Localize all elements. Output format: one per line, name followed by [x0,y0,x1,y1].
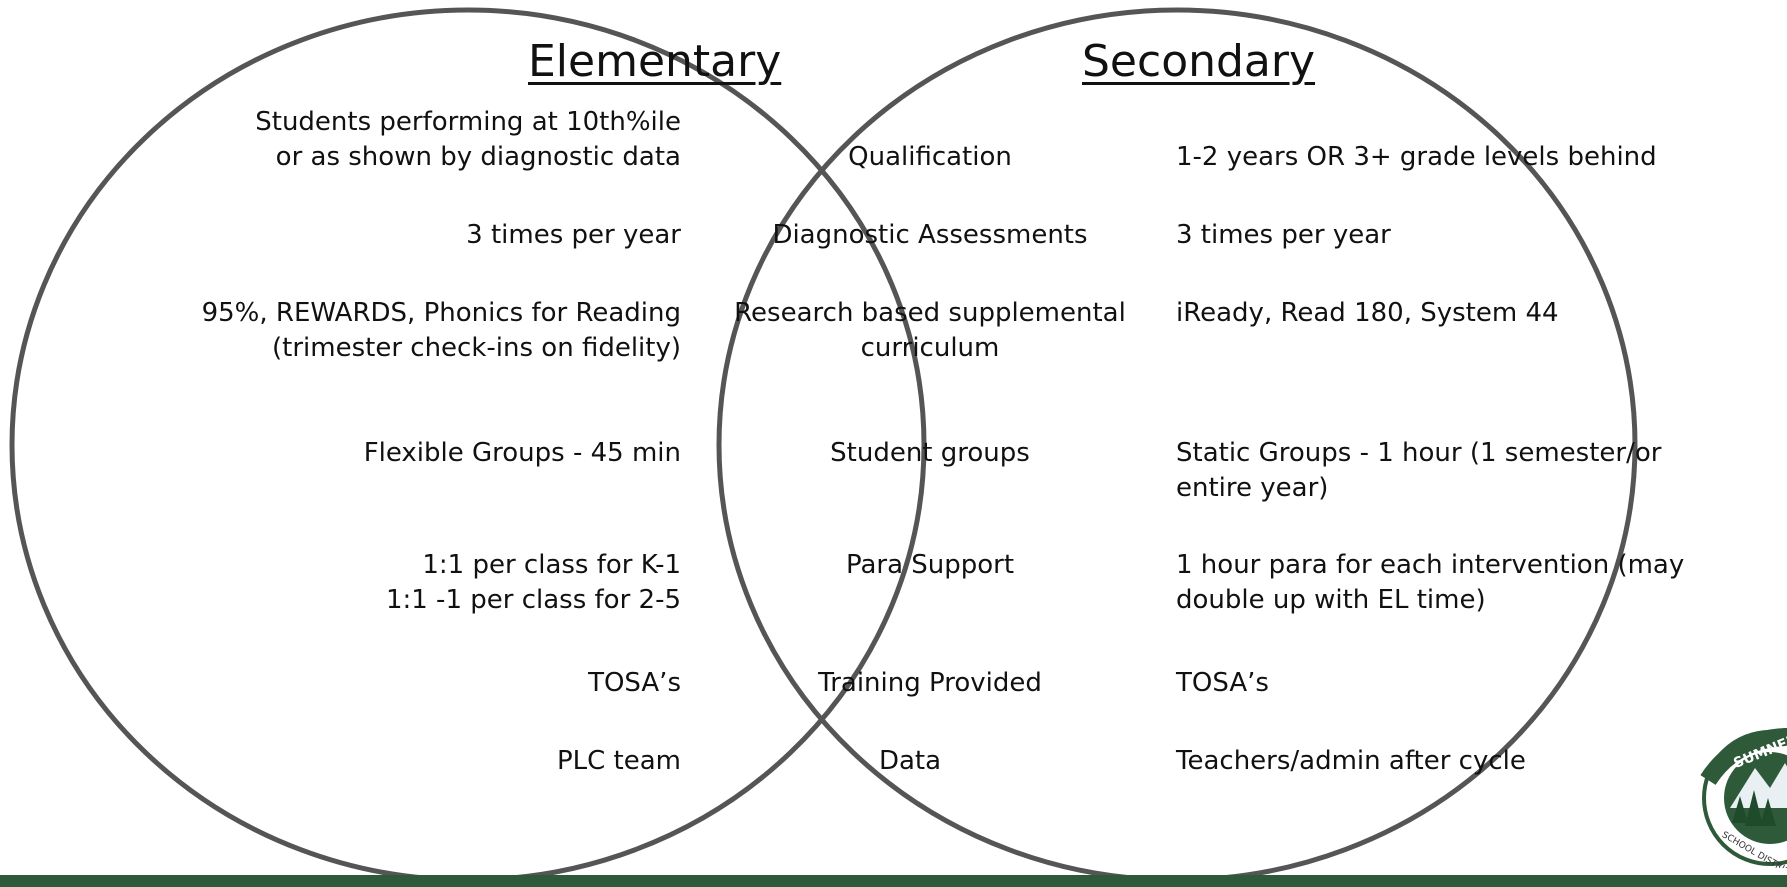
elementary-diagnostic-assessments: 3 times per year [466,220,681,250]
secondary-title: Secondary [1082,36,1316,87]
school-district-logo: SUMNER SCHOOL DISTRICT [1700,728,1787,870]
category-training: Training Provided [818,668,1042,698]
elementary-qualification: Students performing at 10th%ile or as sh… [255,107,681,172]
secondary-curriculum: iReady, Read 180, System 44 [1176,298,1559,328]
elementary-title: Elementary [528,36,782,87]
elementary-training: TOSA’s [588,668,681,698]
secondary-diagnostic-assessments: 3 times per year [1176,220,1391,250]
category-qualification: Qualification [848,142,1012,172]
secondary-para-support: 1 hour para for each intervention (may d… [1176,550,1685,615]
category-diagnostic-assessments: Diagnostic Assessments [772,220,1088,250]
category-student-groups: Student groups [830,438,1030,468]
elementary-student-groups: Flexible Groups - 45 min [363,438,681,468]
secondary-student-groups: Static Groups - 1 hour (1 semester/or en… [1176,438,1662,503]
footer-bar [0,875,1787,887]
elementary-data: PLC team [556,746,681,776]
secondary-data: Teachers/admin after cycle [1176,746,1526,776]
secondary-qualification: 1-2 years OR 3+ grade levels behind [1176,142,1657,172]
category-curriculum: Research based supplemental curriculum [734,298,1126,363]
category-para-support: Para Support [845,550,1015,580]
category-data: Data [878,746,942,776]
secondary-training: TOSA’s [1176,668,1269,698]
elementary-para-support: 1:1 per class for K-1 1:1 -1 per class f… [385,550,681,615]
elementary-curriculum: 95%, REWARDS, Phonics for Reading (trime… [201,298,681,363]
